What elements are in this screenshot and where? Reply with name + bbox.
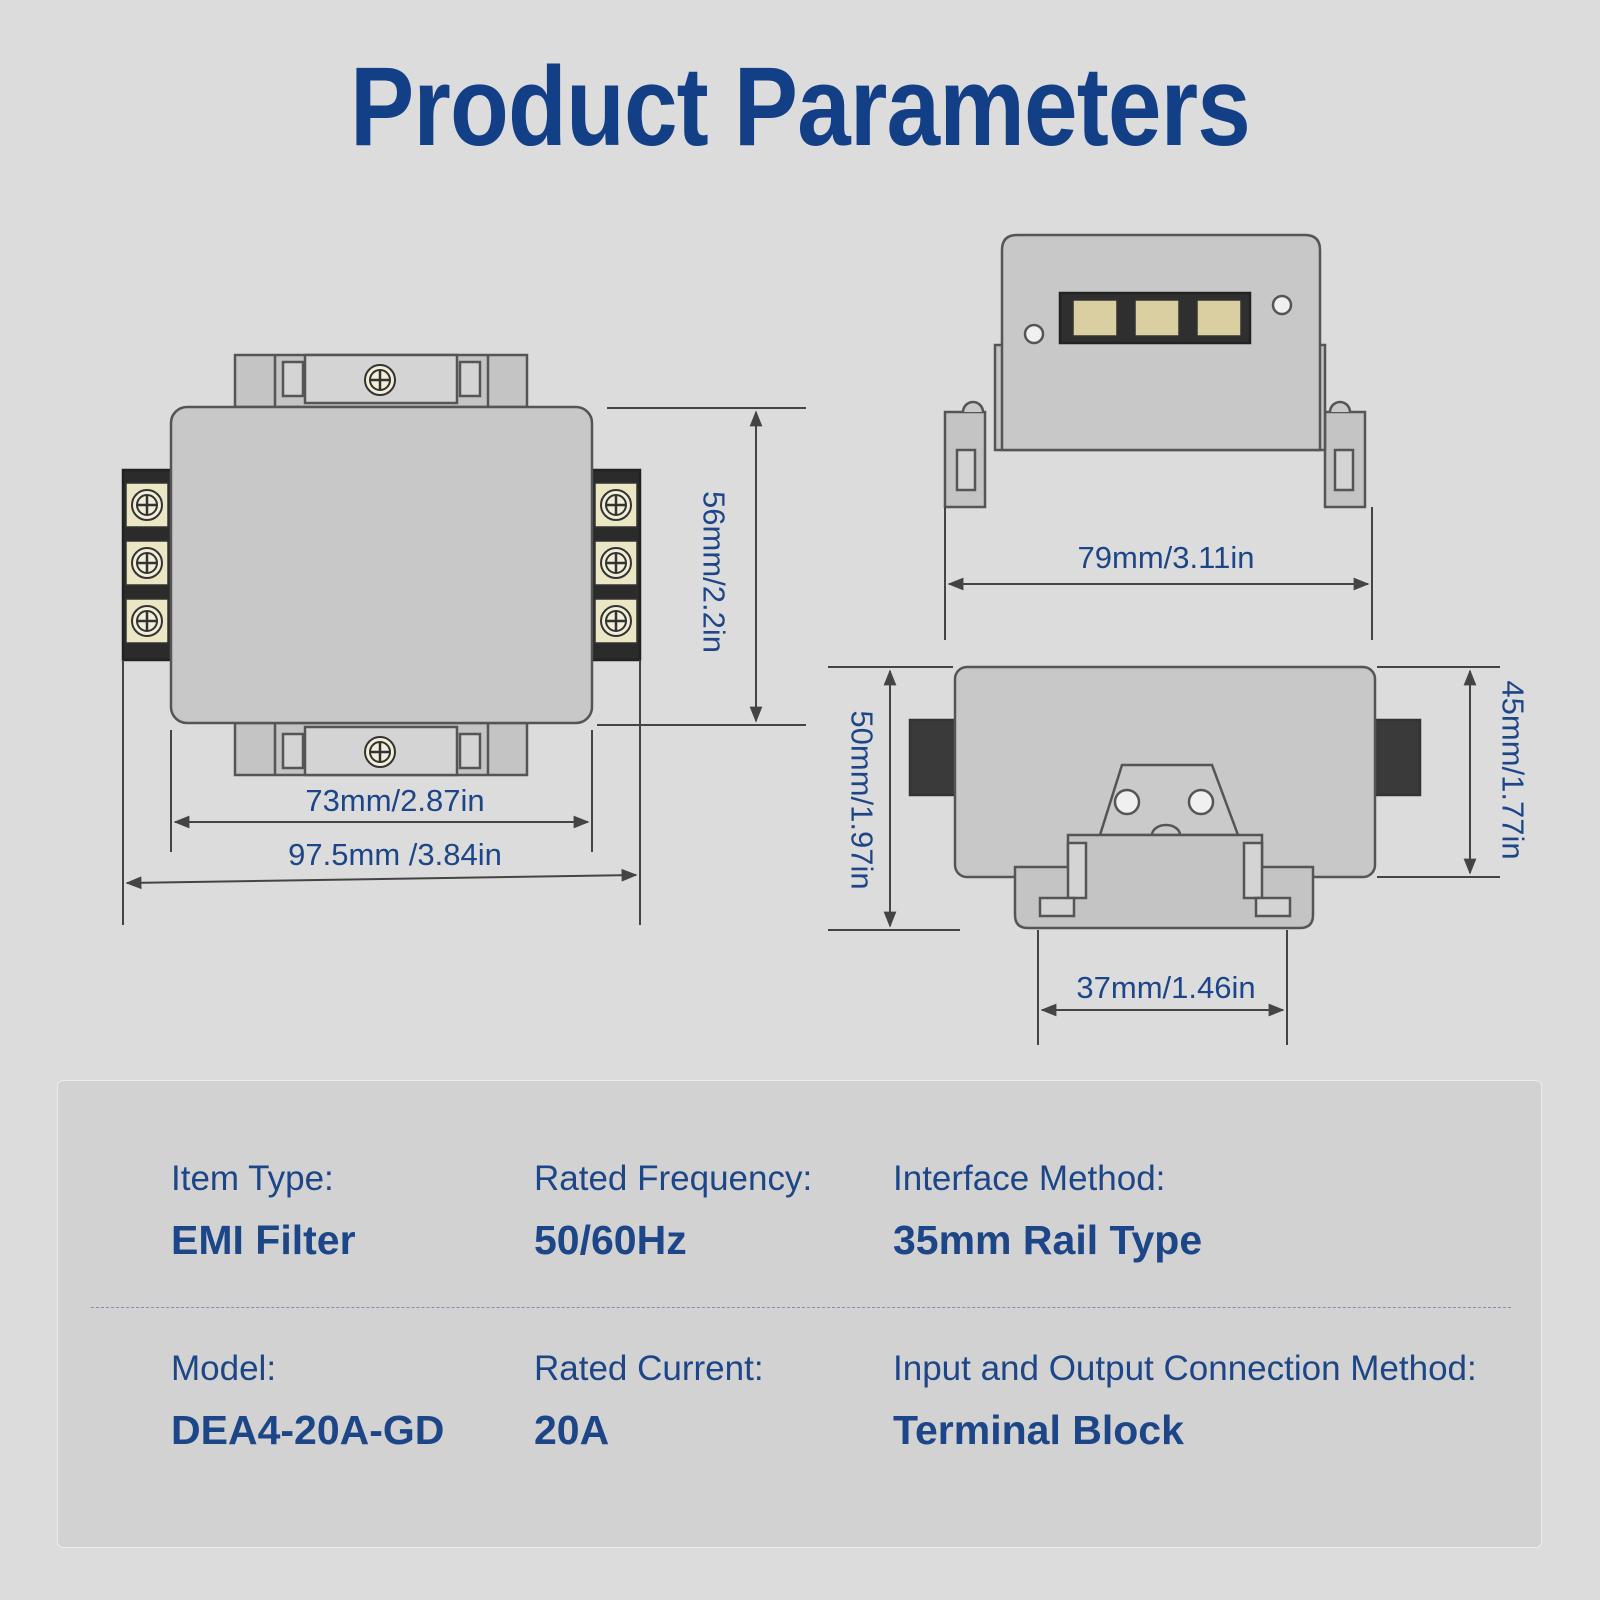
front-total-width-label: 97.5mm /3.84in [288, 837, 502, 872]
side-dimension-lines [828, 666, 1500, 1045]
top-dimension-lines [944, 507, 1373, 640]
front-inner-width-label: 73mm/2.87in [305, 783, 484, 818]
side-body-height-label: 45mm/1.77in [1496, 680, 1531, 859]
connection-method-label: Input and Output Connection Method: [893, 1349, 1477, 1388]
rail-width-label: 37mm/1.46in [1076, 970, 1255, 1005]
rated-current-cell: Rated Current: 20A [534, 1349, 764, 1454]
item-type-cell: Item Type: EMI Filter [171, 1159, 356, 1264]
connection-method-cell: Input and Output Connection Method: Term… [893, 1349, 1477, 1454]
rated-frequency-cell: Rated Frequency: 50/60Hz [534, 1159, 812, 1264]
interface-method-value: 35mm Rail Type [893, 1217, 1203, 1263]
front-view [121, 353, 642, 777]
item-type-label: Item Type: [171, 1159, 334, 1198]
top-width-label: 79mm/3.11in [1078, 540, 1255, 575]
top-view [943, 233, 1367, 509]
model-label: Model: [171, 1349, 277, 1388]
model-cell: Model: DEA4-20A-GD [171, 1349, 444, 1454]
page-title: Product Parameters [350, 44, 1251, 169]
front-height-label: 56mm/2.2in [697, 491, 732, 653]
model-value: DEA4-20A-GD [171, 1407, 445, 1453]
rated-frequency-label: Rated Frequency: [534, 1159, 813, 1198]
item-type-value: EMI Filter [171, 1217, 356, 1263]
dimension-drawing: 56mm/2.2in 73mm/2.87in 97.5mm /3.84in 79… [121, 233, 1531, 1045]
row-divider [91, 1307, 1511, 1308]
rated-frequency-value: 50/60Hz [534, 1217, 687, 1263]
front-dimension-lines [122, 407, 806, 925]
interface-method-label: Interface Method: [893, 1159, 1166, 1198]
side-total-height-label: 50mm/1.97in [845, 710, 880, 889]
rated-current-label: Rated Current: [534, 1349, 764, 1388]
interface-method-cell: Interface Method: 35mm Rail Type [893, 1159, 1202, 1264]
connection-method-value: Terminal Block [893, 1407, 1184, 1453]
parameters-panel: Item Type: EMI Filter Rated Frequency: 5… [57, 1080, 1542, 1548]
side-view [908, 665, 1422, 930]
rated-current-value: 20A [534, 1407, 610, 1453]
